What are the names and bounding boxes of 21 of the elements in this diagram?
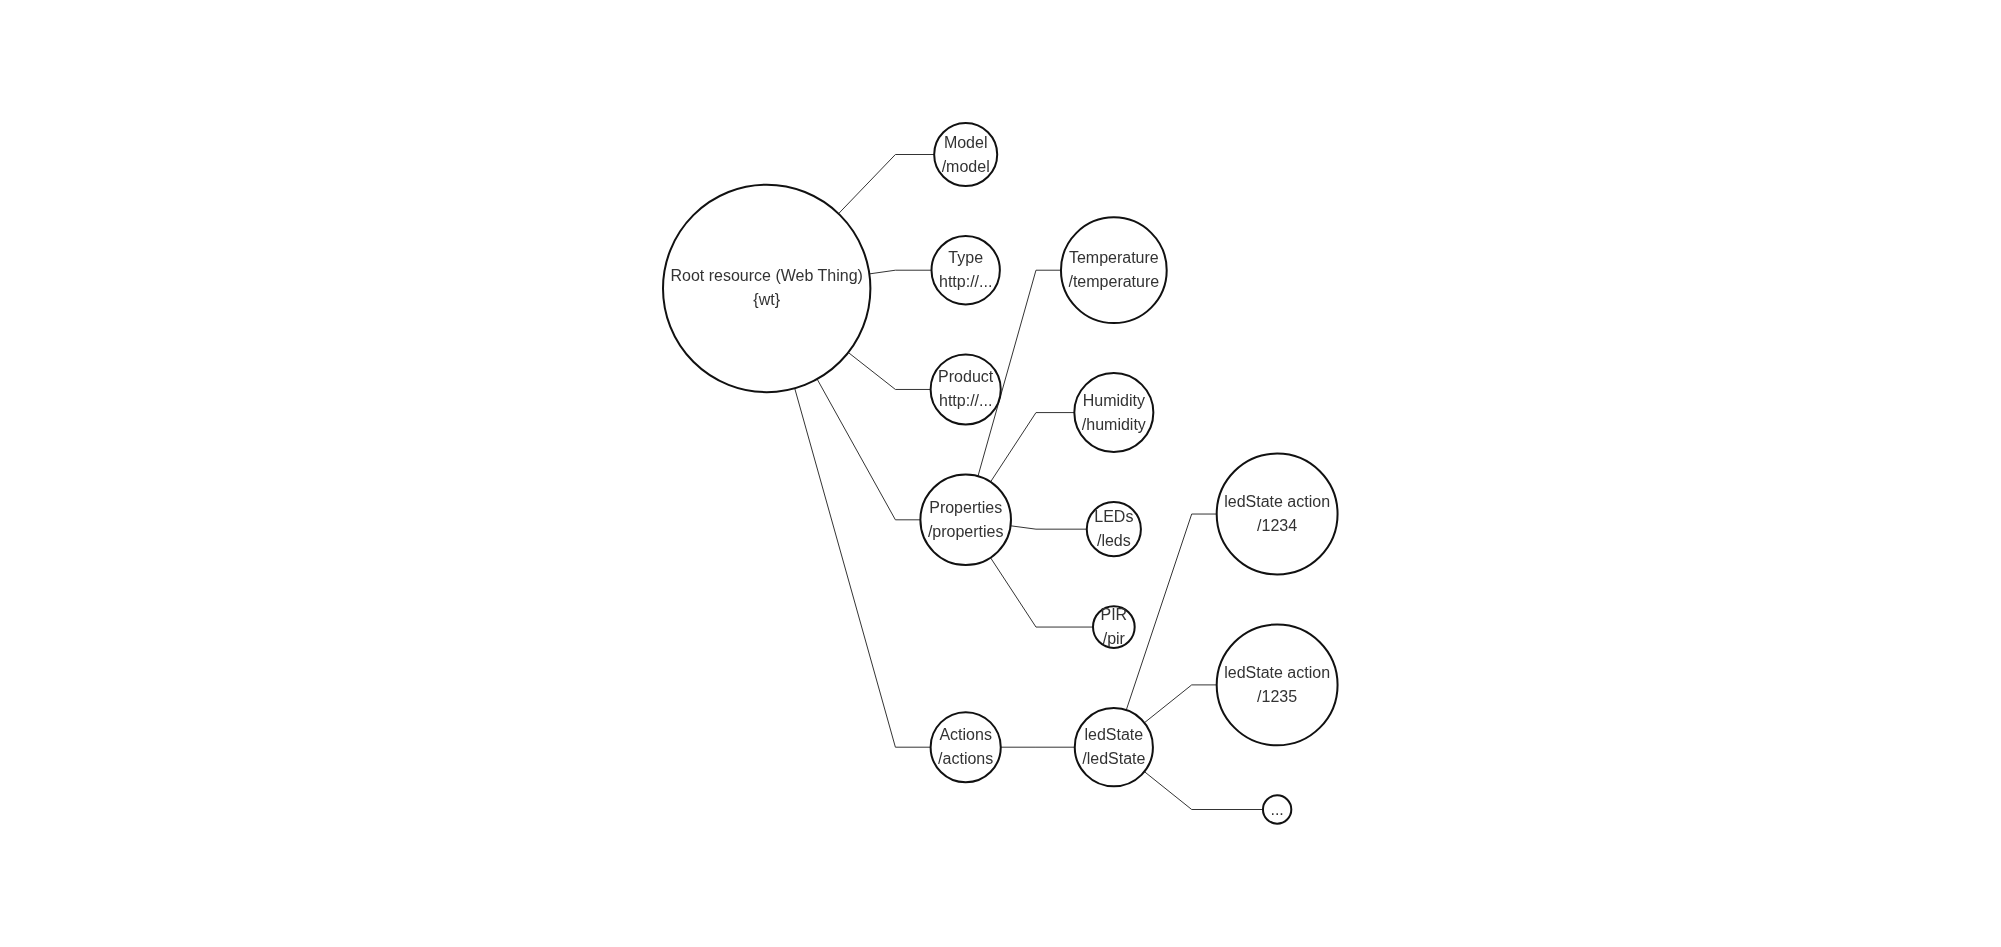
- node-circle: Root resource (Web Thing) {wt}: [662, 183, 872, 394]
- connector: [1010, 525, 1088, 530]
- node-circle: LEDs /leds: [1086, 501, 1143, 558]
- node-circle: ledState action /1235: [1215, 623, 1339, 747]
- connector: [1125, 513, 1218, 711]
- connector: [977, 269, 1062, 477]
- node-circle: Properties /properties: [919, 473, 1013, 567]
- node-circle: Humidity /humidity: [1073, 372, 1155, 454]
- node-circle: PIR /pir: [1092, 605, 1136, 650]
- node-circle: Temperature /temperature: [1060, 216, 1168, 325]
- node-circle: ...: [1262, 794, 1293, 825]
- connector: [990, 557, 1094, 628]
- connector: [838, 154, 935, 215]
- node-circle: Type http://...: [930, 235, 1002, 306]
- connector: [1144, 771, 1264, 811]
- node-circle: ledState action /1234: [1215, 452, 1339, 576]
- node-circle: Model /model: [933, 122, 999, 188]
- node-circle: Actions /actions: [929, 711, 1002, 784]
- node-circle: Product http://...: [929, 353, 1002, 426]
- node-circle: ledState /ledState: [1074, 707, 1155, 788]
- connector: [1144, 684, 1218, 724]
